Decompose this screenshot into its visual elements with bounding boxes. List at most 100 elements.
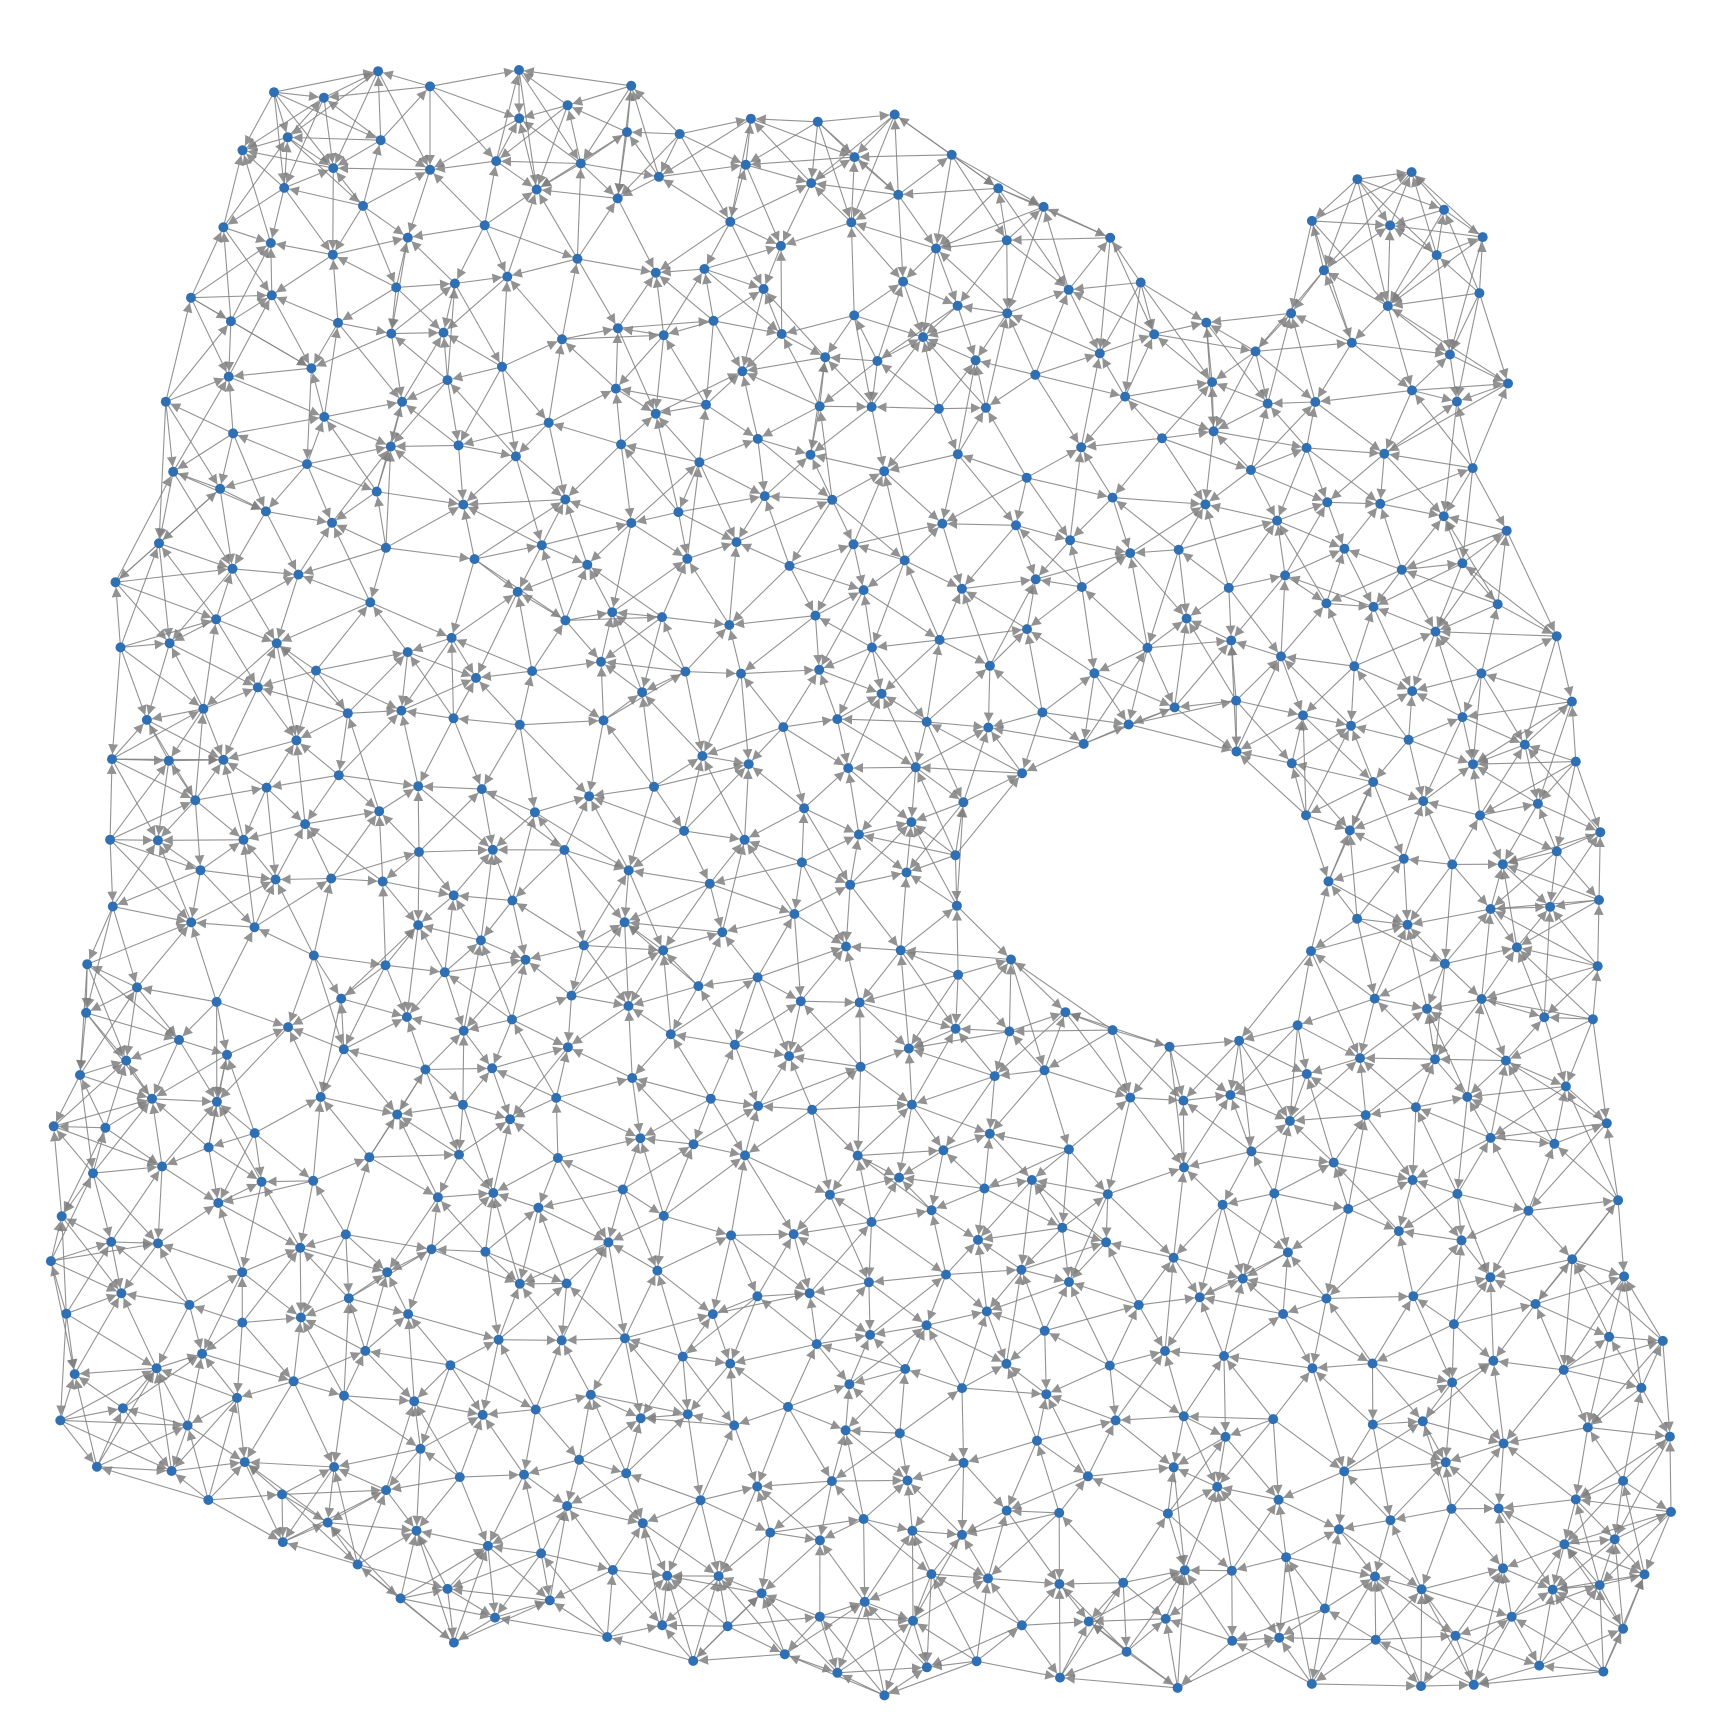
edge — [1132, 1046, 1170, 1094]
edge — [1062, 1516, 1124, 1584]
graph-node — [784, 1051, 795, 1062]
graph-node — [197, 1348, 208, 1359]
graph-node — [55, 1415, 66, 1426]
edge — [313, 955, 339, 995]
edge — [166, 1146, 209, 1166]
edge — [1604, 1128, 1619, 1201]
edge — [976, 1627, 1019, 1662]
graph-node — [1301, 810, 1311, 821]
graph-node — [596, 656, 606, 667]
edge — [957, 365, 978, 455]
edge — [1455, 406, 1474, 469]
edge — [1227, 1192, 1275, 1207]
edge — [844, 951, 861, 1003]
graph-node — [585, 1389, 596, 1400]
edge — [1470, 769, 1481, 816]
edge — [395, 287, 441, 330]
edge — [1163, 1623, 1179, 1688]
graph-node — [695, 1495, 706, 1506]
edge — [1043, 1070, 1070, 1145]
edge — [1305, 814, 1346, 831]
edge — [681, 1356, 692, 1410]
edge — [241, 1271, 298, 1315]
edge — [1503, 1498, 1576, 1512]
edge — [1504, 803, 1539, 861]
edge — [921, 341, 940, 409]
edge — [242, 1313, 296, 1324]
edge — [222, 764, 245, 840]
graph-node — [514, 113, 525, 124]
edge — [357, 1494, 386, 1565]
graph-node — [867, 642, 877, 653]
edge — [522, 1479, 542, 1554]
edge — [569, 1286, 626, 1339]
edge — [423, 781, 482, 792]
edge — [1044, 1069, 1126, 1098]
edge — [1510, 1018, 1594, 1059]
graph-node — [1343, 1203, 1354, 1214]
edge — [189, 1274, 239, 1306]
edge — [480, 670, 533, 682]
edge — [312, 1101, 325, 1181]
edge — [1030, 631, 1095, 674]
edge — [793, 913, 805, 997]
edge — [679, 133, 742, 164]
edge — [1450, 1442, 1504, 1463]
edge — [746, 372, 820, 407]
edge — [338, 163, 431, 174]
graph-node — [1207, 377, 1218, 388]
graph-node — [107, 754, 117, 765]
edge — [391, 1476, 460, 1493]
edge — [1516, 910, 1548, 948]
edge — [1311, 220, 1352, 339]
edge — [1255, 339, 1347, 352]
edge — [945, 1075, 996, 1147]
edge — [1556, 833, 1596, 852]
edge — [683, 767, 746, 832]
edge — [122, 1407, 170, 1468]
graph-node — [1157, 433, 1167, 444]
edge — [1043, 1016, 1066, 1071]
edge — [705, 374, 740, 406]
edge — [1328, 1610, 1376, 1641]
edge — [265, 511, 297, 571]
edge — [622, 1142, 641, 1190]
edge — [149, 1103, 163, 1167]
edge — [912, 1620, 928, 1663]
edge — [1554, 1593, 1604, 1672]
edge — [1447, 1324, 1458, 1378]
graph-node — [282, 132, 293, 143]
edge — [871, 647, 925, 719]
edge — [484, 224, 573, 259]
graph-node — [1278, 1309, 1289, 1319]
edge — [1008, 1440, 1038, 1507]
edge — [538, 1212, 568, 1284]
edge — [984, 1188, 1059, 1226]
edge — [1070, 1286, 1111, 1366]
edge — [835, 1432, 901, 1479]
graph-node — [1636, 1382, 1647, 1393]
edge — [1014, 1026, 1113, 1037]
edge — [501, 366, 519, 452]
edge — [819, 674, 838, 720]
edge — [1556, 636, 1574, 697]
edge — [1225, 587, 1236, 636]
edge — [1084, 396, 1126, 444]
edge — [1190, 620, 1232, 641]
graph-node — [61, 1308, 72, 1319]
edge — [852, 1387, 901, 1434]
edge — [484, 1197, 497, 1252]
edge — [1372, 1363, 1420, 1418]
edge — [461, 509, 476, 560]
edge — [738, 1406, 789, 1426]
edge — [992, 1069, 1045, 1131]
graph-node — [1462, 1091, 1473, 1102]
edge — [241, 1380, 294, 1399]
edge — [887, 408, 940, 468]
graph-node — [81, 1007, 92, 1018]
edge — [663, 273, 703, 336]
edge — [853, 1066, 864, 1151]
edge — [1215, 351, 1256, 428]
edge — [727, 629, 742, 674]
edge — [913, 826, 958, 907]
